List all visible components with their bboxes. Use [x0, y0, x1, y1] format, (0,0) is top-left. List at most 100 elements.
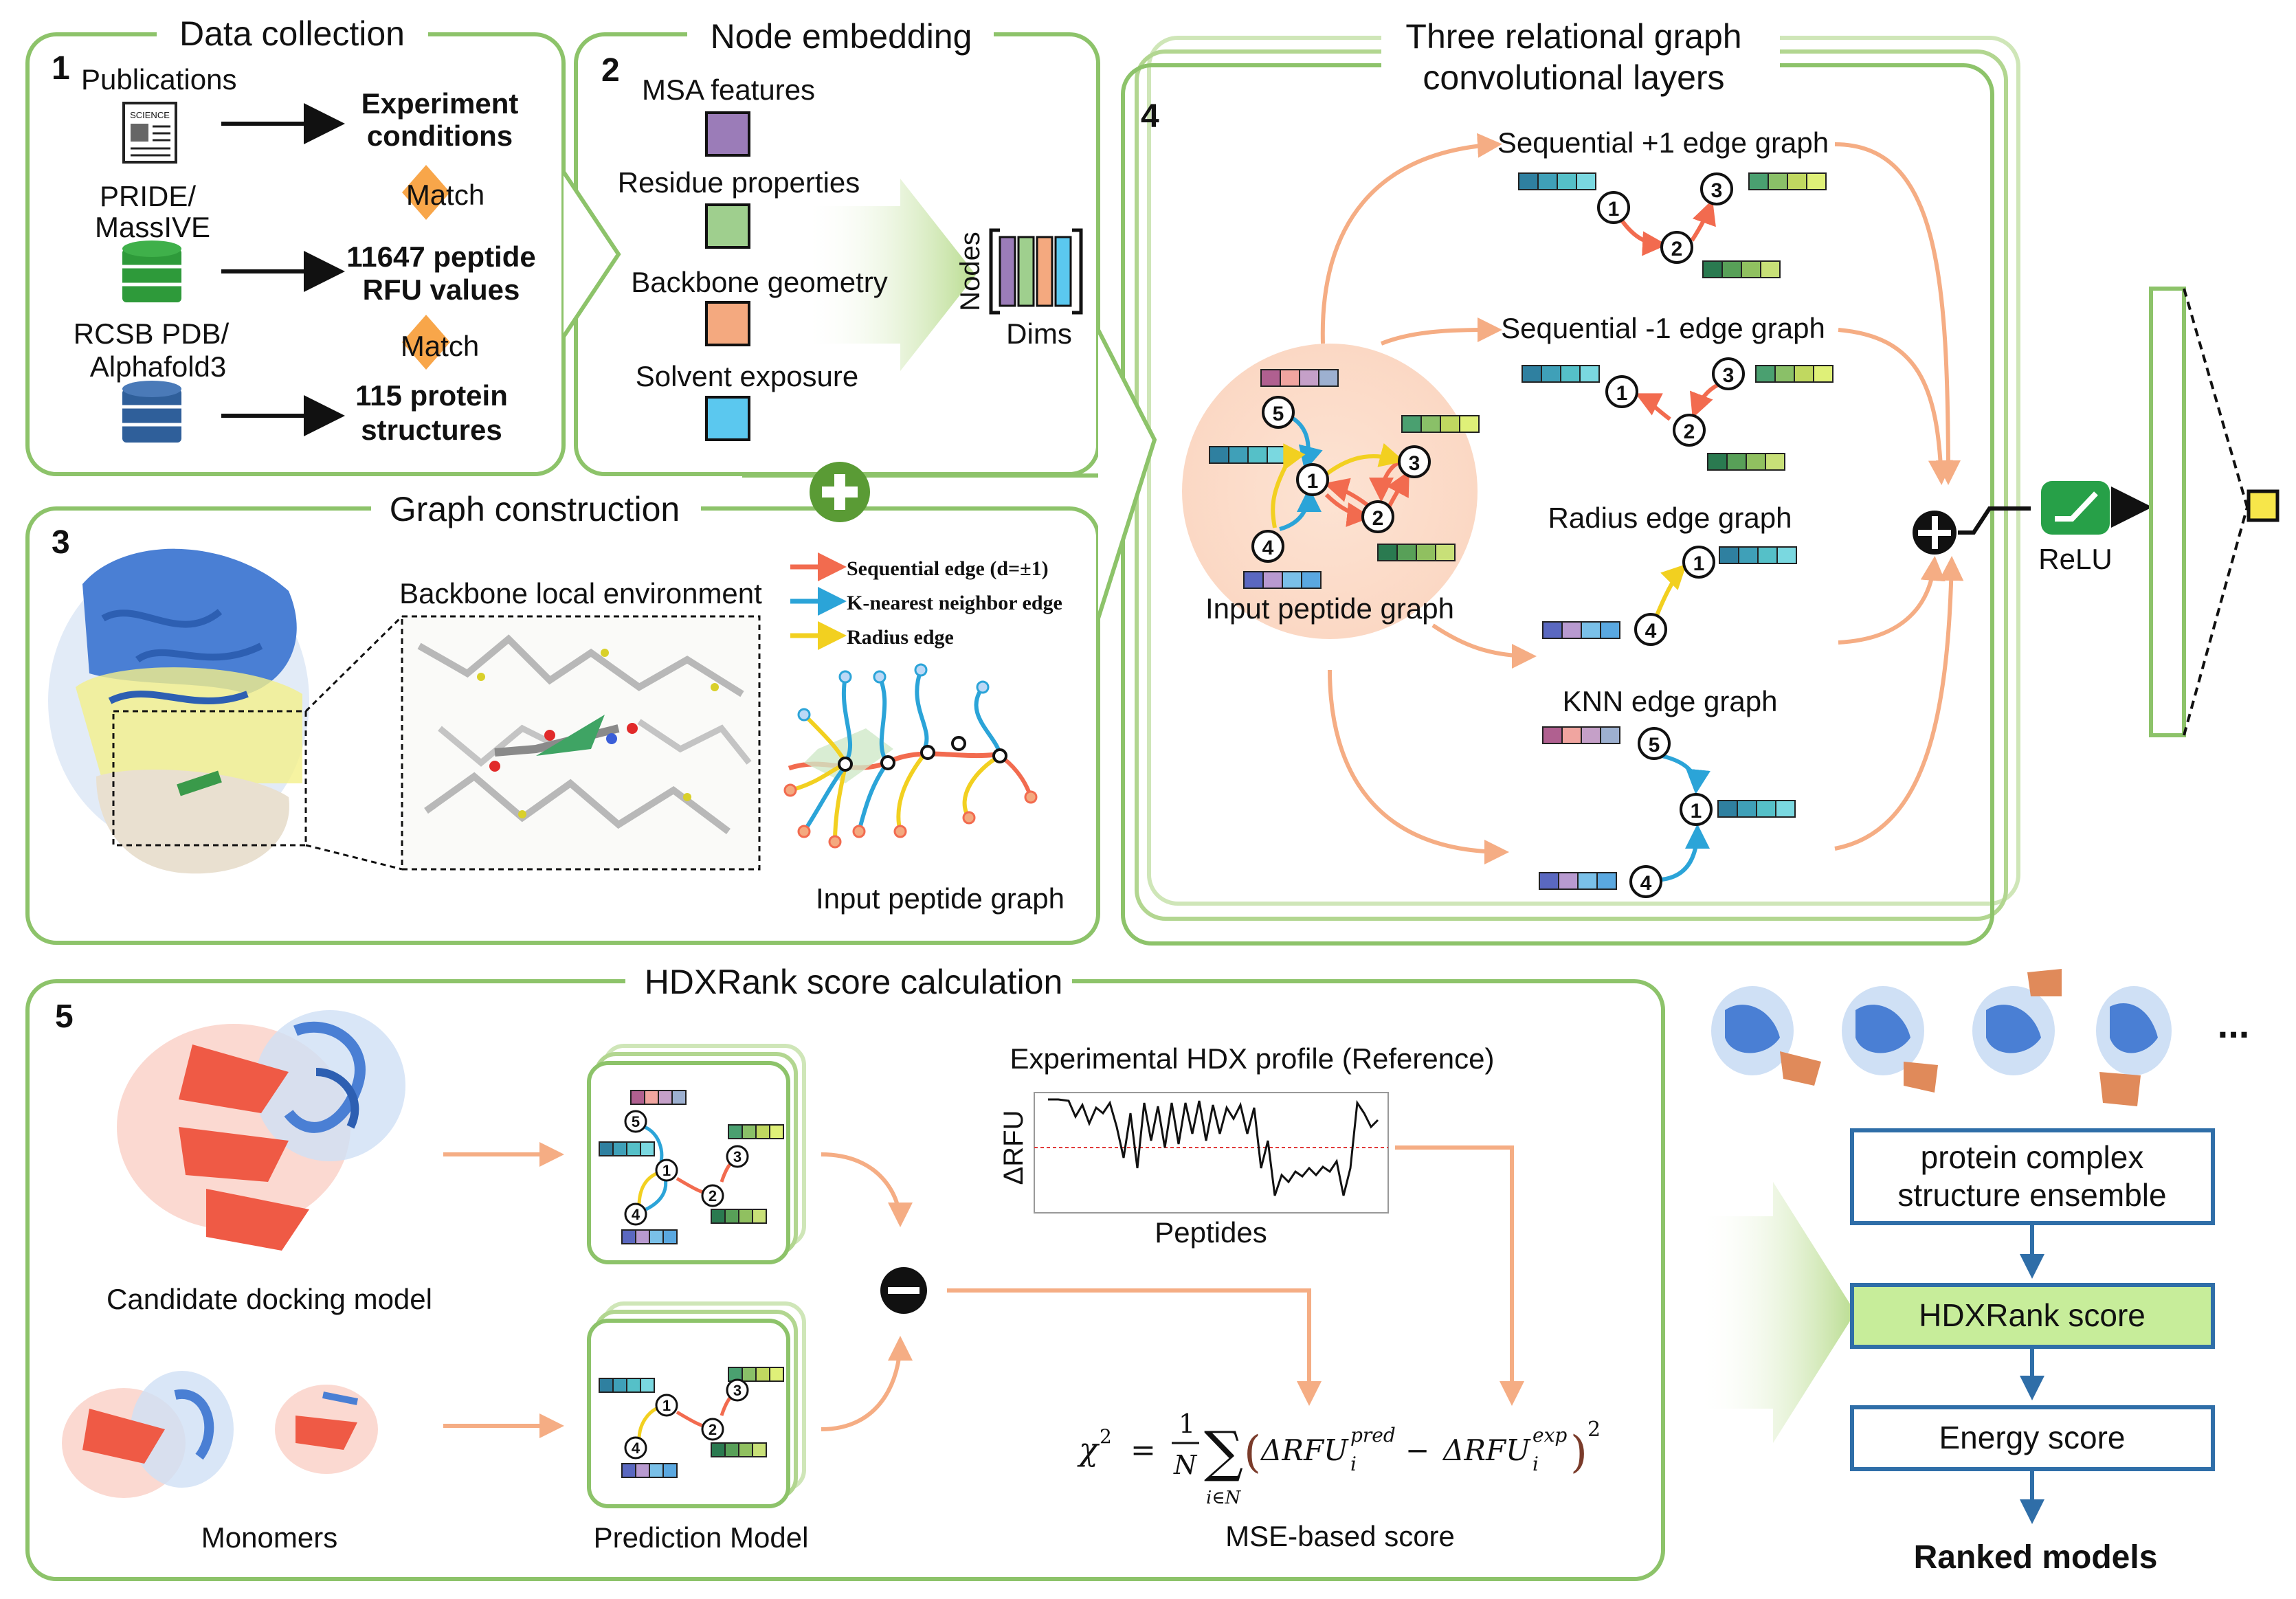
node-label-3: 3: [1723, 364, 1735, 387]
formula-sum-sign: ∑: [1204, 1420, 1243, 1484]
feature-label-1: Residue properties: [618, 166, 860, 199]
feature-label-0: MSA features: [642, 74, 815, 106]
formula-fraction-den: N: [1173, 1450, 1198, 1480]
input-peptide-graph-small: [783, 663, 1038, 849]
node-label-1: 1: [1693, 552, 1705, 575]
input-peptide-graph-main: 5 1 2 3 4: [1209, 369, 1480, 589]
node-label-4: 4: [1640, 872, 1652, 895]
rfu-values-line2: RFU values: [363, 273, 520, 306]
formula-fraction-num: 1: [1179, 1409, 1195, 1439]
structure-ensemble-images: [1711, 969, 2172, 1106]
node-label-1: 1: [1608, 198, 1620, 221]
panel-3-number: 3: [52, 524, 70, 561]
experiment-conditions-line1: Experiment: [361, 87, 519, 120]
rcsb-label-line1: RCSB PDB/: [74, 317, 230, 350]
panel-node-embedding: MSA features Residue properties Backbone…: [618, 74, 1083, 441]
database-icon-blue: [122, 381, 181, 443]
node-label-2: 2: [1372, 507, 1384, 530]
match-label-2: Match: [401, 330, 479, 362]
panel-rgc: ReLU: [1182, 126, 2280, 898]
match-label-1: Match: [406, 179, 484, 211]
panel-1-number: 1: [52, 50, 70, 87]
rcsb-label-line2: Alphafold3: [90, 350, 227, 383]
flow-arrows: [1320, 133, 1964, 864]
feature-vector-4: [1243, 571, 1322, 589]
hdxrank-score-label: HDXRank score: [1919, 1297, 2145, 1333]
node-label-4: 4: [1262, 537, 1274, 559]
feature-swatch-residue: [705, 203, 750, 249]
match-diamond-1: [402, 165, 450, 220]
node-label-1: 1: [1616, 382, 1628, 405]
experiment-conditions-line2: conditions: [367, 120, 513, 152]
formula-lhs-sup: 2: [1100, 1425, 1112, 1448]
node-label-5: 5: [1649, 734, 1660, 757]
nodes-axis-label: Nodes: [955, 232, 985, 311]
feature-vector-1: [1209, 446, 1287, 464]
match-diamond-2: [402, 315, 450, 370]
drfu-axis-label: ΔRFU: [999, 1110, 1029, 1185]
prediction-model-label: Prediction Model: [594, 1521, 809, 1554]
protein-structures-line1: 115 protein: [355, 379, 508, 412]
ranking-pipeline: ... protein complex structure ensemble H…: [1697, 969, 2249, 1576]
hdx-profile-line: [1048, 1098, 1379, 1196]
legend-seq-edge-label: Sequential edge (d=±1): [847, 557, 1049, 580]
panel-4-title-line1: Three relational graph: [1405, 17, 1741, 56]
node-label-1: 1: [662, 1162, 671, 1179]
panel-5-title: HDXRank score calculation: [645, 963, 1063, 1001]
pride-label-line2: MassIVE: [95, 211, 210, 243]
rfu-values-line1: 11647 peptide: [346, 241, 535, 273]
graph-title-knn: KNN edge graph: [1563, 685, 1778, 717]
knn-graph: 5 1 4: [1539, 726, 1796, 898]
node-label-4: 4: [632, 1206, 640, 1223]
panel-4-title-line2: convolutional layers: [1423, 58, 1724, 97]
ensemble-label-line2: structure ensemble: [1897, 1177, 2166, 1213]
panel-connectors: [561, 170, 1157, 619]
mse-formula: χ 2 = 1 N ∑ i∈N ( ΔRFU pred i − ΔRFU exp…: [1077, 1409, 1601, 1508]
graph-stack-bottom: 1 2 3 4: [587, 1301, 806, 1508]
formula-term2-sup: exp: [1532, 1424, 1567, 1446]
publications-label: Publications: [81, 63, 236, 96]
node-label-1: 1: [1691, 800, 1702, 823]
relu-icon: [2041, 481, 2110, 535]
panel-3-title: Graph construction: [390, 490, 680, 528]
formula-term1: ΔRFU: [1260, 1433, 1349, 1467]
node-circles-main: 5 1 2 3 4: [1251, 396, 1431, 563]
panel-5-number: 5: [55, 998, 74, 1035]
node-label-3: 3: [733, 1148, 742, 1165]
panel-hdxrank: Candidate docking model Monomers: [62, 1010, 1601, 1554]
ranked-models-label: Ranked models: [1914, 1539, 2158, 1576]
node-label-3: 3: [1409, 452, 1420, 475]
node-label-1: 1: [662, 1397, 671, 1414]
feature-swatch-backbone: [705, 301, 750, 346]
feature-swatch-solvent: [705, 396, 750, 441]
seq-plus-graph: 1 2 3: [1518, 172, 1827, 278]
peptides-axis-label: Peptides: [1155, 1216, 1267, 1249]
node-label-4: 4: [1645, 620, 1657, 642]
legend-radius-edge-label: Radius edge: [847, 626, 954, 649]
node-label-4: 4: [632, 1440, 640, 1457]
input-graph-label-panel4: Input peptide graph: [1205, 592, 1454, 625]
relu-label: ReLU: [2038, 543, 2112, 575]
formula-term2: ΔRFU: [1442, 1433, 1531, 1467]
feature-vector-2: [1377, 544, 1456, 561]
feature-vector-3: [1401, 415, 1480, 433]
panel-2-number: 2: [601, 52, 620, 89]
node-label-5: 5: [1273, 403, 1284, 425]
graph-title-radius: Radius edge graph: [1548, 502, 1792, 534]
formula-close-paren: ): [1570, 1427, 1587, 1478]
feature-label-3: Solvent exposure: [636, 360, 859, 392]
candidate-docking-image: [117, 1010, 405, 1251]
database-icon-green: [122, 241, 181, 302]
seq-minus-graph: 1 2 3: [1522, 357, 1834, 471]
radius-graph: 1 4: [1542, 546, 1797, 646]
node-label-5: 5: [632, 1113, 640, 1130]
formula-equals: =: [1130, 1433, 1156, 1468]
more-models-dots: ...: [2218, 1003, 2250, 1046]
pride-label-line1: PRIDE/: [100, 180, 196, 212]
node-label-2: 2: [709, 1187, 717, 1205]
candidate-model-label: Candidate docking model: [107, 1283, 432, 1315]
pipeline-arrow: [1697, 1182, 1855, 1443]
graph-stack-top: 5 1 2 3 4: [587, 1044, 806, 1264]
mse-score-label: MSE-based score: [1225, 1520, 1455, 1552]
embedding-arrow: [804, 179, 976, 371]
